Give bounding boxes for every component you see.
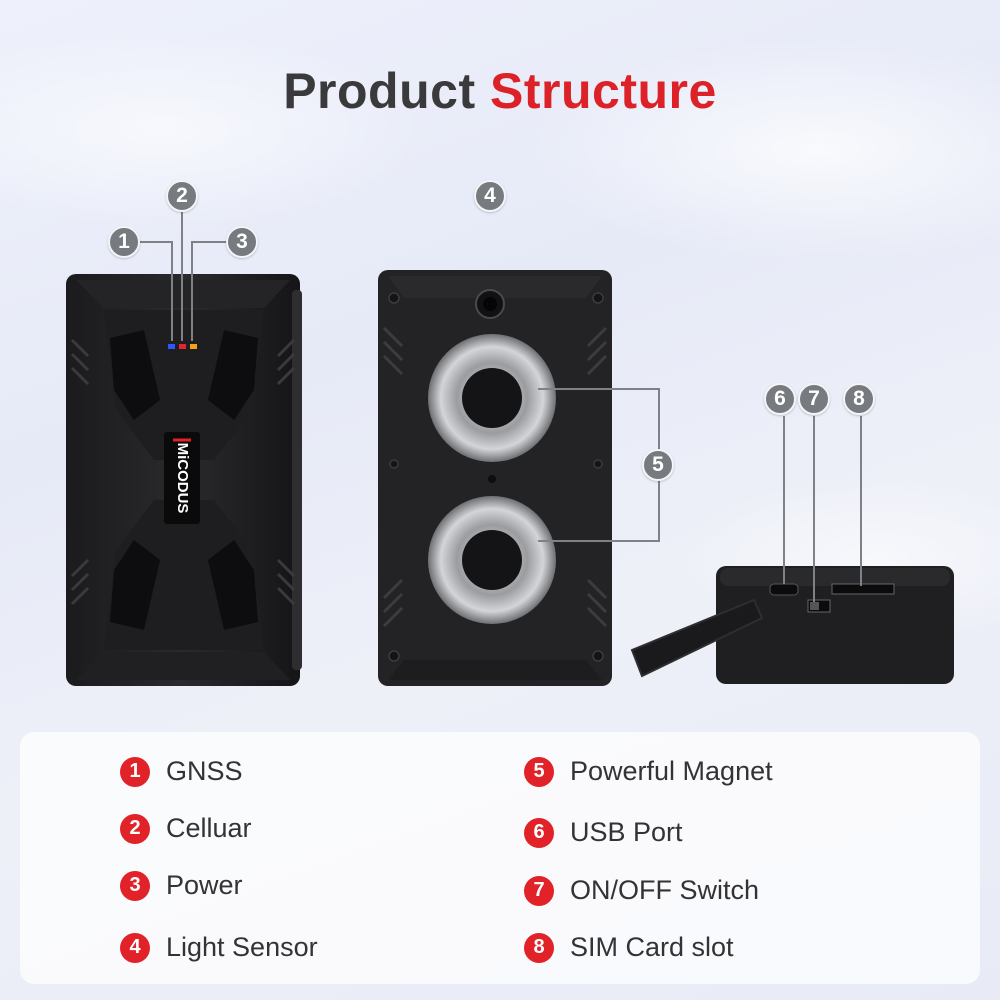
device-front-image: MiCODUS [66, 274, 302, 686]
leader-line-5a [538, 388, 660, 390]
leader-line-2 [181, 212, 183, 341]
leader-line-1 [140, 241, 172, 243]
leader-line-3 [191, 241, 227, 243]
legend-number-badge: 4 [120, 932, 150, 963]
title-part-red: Structure [490, 63, 717, 119]
legend-label: GNSS [166, 756, 243, 786]
legend-label: ON/OFF Switch [570, 875, 760, 905]
legend-item-on-off-switch: 7 ON/OFF Switch [524, 875, 759, 906]
legend-item-power: 3 Power [120, 870, 243, 901]
leader-line-8 [860, 416, 862, 586]
callout-1: 1 [108, 226, 140, 258]
leader-line-6 [783, 416, 785, 584]
page-title: Product Structure [0, 62, 1000, 120]
legend-item-sim-card-slot: 8 SIM Card slot [524, 932, 734, 963]
title-part-dark: Product [283, 63, 476, 119]
device-back-image [378, 270, 612, 686]
callout-8: 8 [843, 383, 875, 415]
legend-label: USB Port [570, 817, 683, 847]
leader-line-5b [538, 540, 660, 542]
legend-item-gnss: 1 GNSS [120, 756, 243, 787]
callout-3: 3 [226, 226, 258, 258]
legend-label: Powerful Magnet [570, 756, 773, 786]
svg-text:MiCODUS: MiCODUS [174, 443, 191, 514]
legend-label: Light Sensor [166, 932, 318, 962]
legend-number-badge: 3 [120, 870, 150, 901]
legend-panel: 1 GNSS 2 Celluar 3 Power 4 Light Sensor … [20, 732, 980, 984]
callout-5: 5 [642, 449, 674, 481]
callout-4: 4 [474, 180, 506, 212]
legend-label: SIM Card slot [570, 932, 734, 962]
device-side-image [630, 566, 954, 684]
legend-number-badge: 5 [524, 756, 554, 787]
legend-number-badge: 7 [524, 875, 554, 906]
callout-2: 2 [166, 180, 198, 212]
callout-7: 7 [798, 383, 830, 415]
legend-item-celluar: 2 Celluar [120, 813, 252, 844]
leader-line-1v [171, 241, 173, 341]
leader-line-3v [191, 241, 193, 341]
callout-6: 6 [764, 383, 796, 415]
legend-label: Celluar [166, 813, 252, 843]
legend-number-badge: 2 [120, 813, 150, 844]
legend-number-badge: 8 [524, 932, 554, 963]
legend-number-badge: 6 [524, 817, 554, 848]
legend-item-usb-port: 6 USB Port [524, 817, 683, 848]
legend-number-badge: 1 [120, 756, 150, 787]
leader-line-7 [813, 416, 815, 602]
legend-item-powerful-magnet: 5 Powerful Magnet [524, 756, 773, 787]
legend-label: Power [166, 870, 243, 900]
legend-item-light-sensor: 4 Light Sensor [120, 932, 318, 963]
